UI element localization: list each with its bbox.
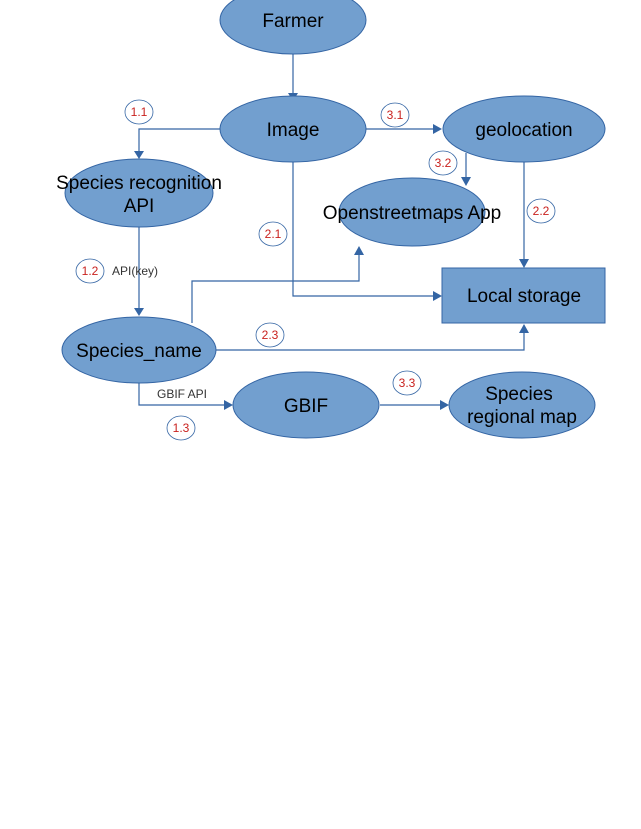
step-marker-1-3: 1.3 <box>166 415 196 441</box>
arrowhead-species-recognition-from-image <box>134 151 144 159</box>
step-marker-3-1-label: 3.1 <box>387 108 404 122</box>
step-marker-3-3: 3.3 <box>392 370 422 396</box>
node-species-regional-map-label-line-2: regional map <box>467 407 577 428</box>
arrowhead-openstreetmaps-from-geolocation <box>461 177 471 186</box>
step-marker-2-3-label: 2.3 <box>262 328 279 342</box>
step-marker-2-1-label: 2.1 <box>265 227 282 241</box>
arrowhead-gbif-from-species-name <box>224 400 233 410</box>
edge-label-gbif-api: GBIF API <box>157 387 207 401</box>
node-species-name-label: Species_name <box>76 341 202 362</box>
node-species-recognition-label-line-2: API <box>124 196 155 217</box>
step-marker-2-2-label: 2.2 <box>533 204 550 218</box>
edge-species-name-to-gbif <box>138 383 225 406</box>
node-geolocation: geolocation <box>442 95 606 163</box>
arrowhead-species-regional-map-from-gbif <box>440 400 449 410</box>
node-gbif-label: GBIF <box>284 396 328 417</box>
step-marker-2-2: 2.2 <box>526 198 556 224</box>
arrowhead-geolocation-from-image <box>433 124 442 134</box>
node-farmer: Farmer <box>219 0 367 55</box>
node-local-storage: Local storage <box>441 267 606 324</box>
edge-image-to-local-storage <box>292 162 434 297</box>
node-species-regional-map-label-line-1: Species <box>485 384 553 405</box>
edge-image-to-species-recognition <box>138 128 220 152</box>
step-marker-3-1: 3.1 <box>380 102 410 128</box>
arrowhead-local-storage-from-species-name <box>519 324 529 333</box>
step-marker-2-1: 2.1 <box>258 221 288 247</box>
step-marker-1-2-label: 1.2 <box>82 264 99 278</box>
step-marker-1-3-label: 1.3 <box>173 421 190 435</box>
node-species-regional-map: Species regional map <box>448 371 596 439</box>
node-image-label: Image <box>267 120 320 141</box>
step-marker-3-2-label: 3.2 <box>435 156 452 170</box>
step-marker-1-1: 1.1 <box>124 99 154 125</box>
arrowhead-species-name-from-recognition <box>134 308 144 316</box>
node-openstreetmaps-app: Openstreetmaps App <box>323 177 502 247</box>
edge-species-name-to-local-storage <box>216 332 525 351</box>
step-marker-3-2: 3.2 <box>428 150 458 176</box>
step-marker-1-1-label: 1.1 <box>131 105 148 119</box>
node-local-storage-label: Local storage <box>467 286 581 307</box>
step-marker-1-2: 1.2 <box>75 258 105 284</box>
node-species-name: Species_name <box>61 316 217 384</box>
node-farmer-label: Farmer <box>262 11 324 32</box>
node-species-recognition-api: Species recognition API <box>56 158 222 228</box>
node-image: Image <box>219 95 367 163</box>
node-species-recognition-label-line-1: Species recognition <box>56 173 222 194</box>
node-gbif: GBIF <box>232 371 380 439</box>
step-marker-2-3: 2.3 <box>255 322 285 348</box>
edge-species-name-to-openstreetmaps <box>191 254 360 323</box>
arrowhead-local-storage-from-geolocation <box>519 259 529 268</box>
arrowhead-local-storage-from-image <box>433 291 442 301</box>
step-marker-3-3-label: 3.3 <box>399 376 416 390</box>
node-geolocation-label: geolocation <box>475 120 572 141</box>
arrowhead-openstreetmaps-from-species-name <box>354 246 364 255</box>
edge-label-api-key: API(key) <box>112 264 158 278</box>
node-openstreetmaps-label: Openstreetmaps App <box>323 203 502 224</box>
